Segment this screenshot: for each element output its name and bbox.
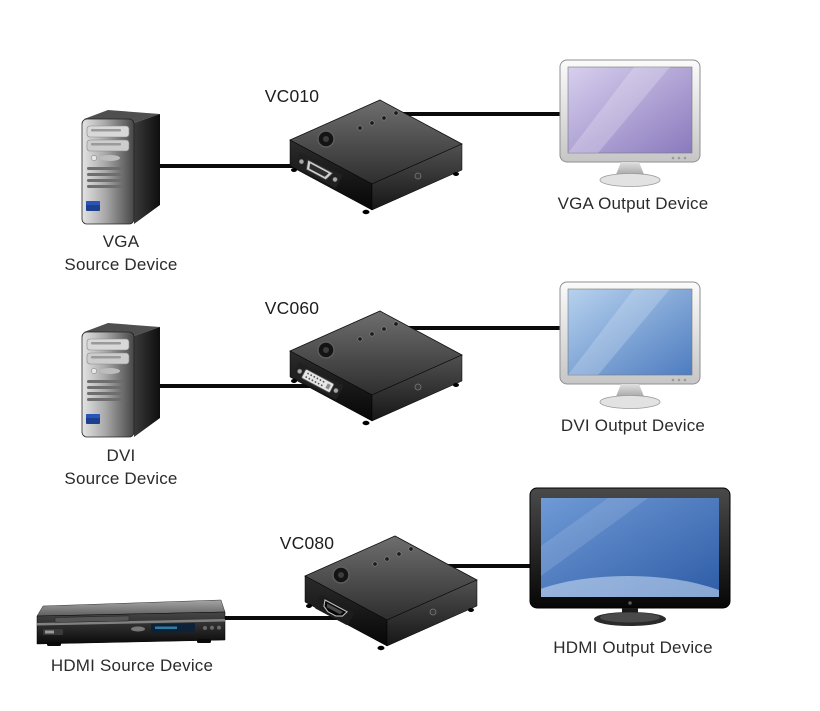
dvi-source-label-line2: Source Device [64,469,178,488]
connection-line-hdmi-source [220,616,340,620]
vc010-label: VC010 [264,86,320,106]
vga-source-label-line1: VGA [102,232,140,251]
dvi-source-label: DVI Source Device [31,444,211,490]
vga-output-monitor [558,58,708,190]
vga-converter-icon [289,99,463,215]
vc080-converter [295,528,485,656]
vga-source-tower [72,105,167,230]
computer-tower-icon [81,323,160,438]
vc080-label: VC080 [279,533,335,553]
dvi-converter-icon [289,310,463,426]
vga-source-label: VGA Source Device [31,230,211,276]
vc010-converter [280,92,470,220]
connection-line-vga-output [400,112,562,116]
hdmi-output-label: HDMI Output Device [553,638,713,657]
dvi-output-label: DVI Output Device [560,416,706,435]
vga-output-label: VGA Output Device [557,194,709,213]
dvi-monitor-icon [559,281,701,409]
dvi-source-tower [72,318,167,443]
dvi-output-monitor [558,280,708,412]
vc060-converter [280,303,470,431]
hdmi-port-icon [314,595,354,625]
tv-icon [529,487,731,626]
dvd-player-icon [36,599,226,646]
hdmi-converter-icon [304,535,478,651]
dvi-source-label-line1: DVI [106,446,136,465]
hdmi-output-tv [528,486,733,631]
vc060-label: VC060 [264,298,320,318]
connection-line-hdmi-output [448,564,534,568]
vga-monitor-icon [559,59,701,187]
vga-source-label-line2: Source Device [64,255,178,274]
connection-line-dvi-output [400,326,562,330]
connection-line-dvi-source [150,384,310,388]
hdmi-source-label: HDMI Source Device [50,656,214,675]
computer-tower-icon [81,110,160,225]
connection-line-vga-source [150,164,298,168]
vga-port-icon [294,153,343,188]
hdmi-source-player [33,592,228,650]
dvi-port-icon [292,362,343,400]
